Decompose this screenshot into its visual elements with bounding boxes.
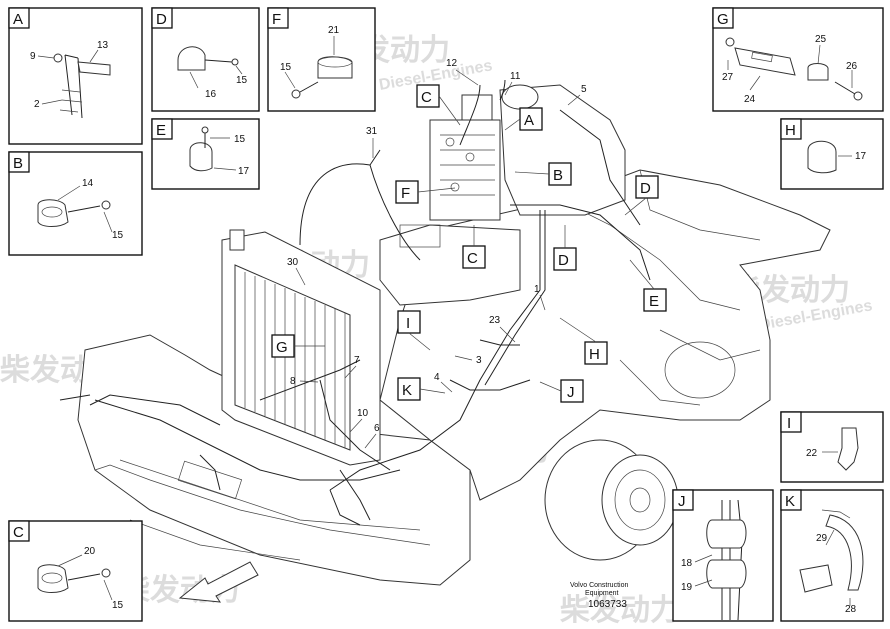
callout-letter: K <box>402 382 412 399</box>
inset-D: D 16 15 <box>151 7 260 112</box>
inset-C: C 20 15 <box>8 520 143 622</box>
inset-J: J 18 19 <box>672 489 774 622</box>
part-number: 26 <box>846 61 858 72</box>
inset-letter: H <box>785 122 796 139</box>
direction-arrow <box>178 561 259 603</box>
inset-letter: I <box>787 415 791 432</box>
part-number: 13 <box>97 40 109 51</box>
inset-letter: B <box>13 155 23 172</box>
part-number: 8 <box>290 376 296 387</box>
part-number: 31 <box>366 126 378 137</box>
part-number: 12 <box>446 58 458 69</box>
part-number: 15 <box>112 600 124 611</box>
callout-tag <box>635 175 659 199</box>
part-number: 3 <box>476 355 482 366</box>
inset-letter: D <box>156 11 167 28</box>
part-number: 14 <box>82 178 94 189</box>
callout-letter: J <box>567 384 575 401</box>
callout-letter: A <box>524 112 534 129</box>
inset-A: A 9 13 2 <box>8 7 143 145</box>
part-number: 25 <box>815 34 827 45</box>
inset-H: H 17 <box>780 118 884 190</box>
inset-letter: K <box>785 493 795 510</box>
wheel-hub <box>544 439 679 561</box>
part-number: 17 <box>238 166 250 177</box>
part-number: 27 <box>722 72 734 83</box>
part-number: 1 <box>534 284 540 295</box>
inset-F: F 21 15 <box>267 7 376 112</box>
part-number: 21 <box>328 25 340 36</box>
part-number: 6 <box>374 423 380 434</box>
watermark-text: 柴发动力 <box>560 594 680 627</box>
part-number: 18 <box>681 558 693 569</box>
part-number: 19 <box>681 582 693 593</box>
callout-letter: C <box>467 250 478 267</box>
hoses <box>59 79 651 526</box>
part-number: 15 <box>236 75 248 86</box>
inset-I: I 22 <box>780 411 884 483</box>
main-part-numbers: 12 11 5 31 30 1 23 3 7 4 8 10 6 <box>287 58 587 449</box>
footer-block: Volvo Construction Equipment 1063733 <box>570 582 628 610</box>
part-number: 2 <box>34 99 40 110</box>
drawing-number: 1063733 <box>588 599 627 610</box>
part-number: 22 <box>806 448 818 459</box>
part-number: 15 <box>234 134 246 145</box>
inset-K: K 29 28 <box>780 489 884 622</box>
callout-letter: C <box>421 89 432 106</box>
callout-letter: H <box>589 346 600 363</box>
callout-letter: E <box>649 293 659 310</box>
inset-letter: F <box>272 11 281 28</box>
brand-line: Volvo Construction <box>570 582 628 589</box>
counterweight <box>77 334 471 586</box>
callout-letter: F <box>401 185 410 202</box>
part-number: 23 <box>489 315 501 326</box>
inset-letter: J <box>678 493 686 510</box>
callout-letter: G <box>276 339 288 356</box>
part-number: 20 <box>84 546 96 557</box>
part-number: 15 <box>112 230 124 241</box>
inset-B: B 14 15 <box>8 151 143 256</box>
part-number: 5 <box>581 84 587 95</box>
part-number: 9 <box>30 51 36 62</box>
brand-line: Equipment <box>585 590 619 597</box>
part-number: 7 <box>354 355 360 366</box>
part-number: 16 <box>205 89 217 100</box>
inset-G: G 25 26 27 24 <box>712 7 884 112</box>
callouts: C A B F D C D E I G H K J <box>271 84 667 403</box>
valve-block <box>429 119 501 221</box>
callout-letter: B <box>553 167 563 184</box>
callout-tag <box>643 288 667 312</box>
inset-E: E 15 17 <box>151 118 260 190</box>
inset-letter: G <box>717 11 729 28</box>
inset-letter: A <box>13 11 23 28</box>
part-number: 17 <box>855 151 867 162</box>
part-number: 11 <box>510 71 521 82</box>
inset-letter: E <box>156 122 166 139</box>
callout-letter: I <box>406 315 410 332</box>
part-number: 29 <box>816 533 828 544</box>
part-number: 24 <box>744 94 756 105</box>
part-number: 10 <box>357 408 369 419</box>
part-number: 4 <box>434 372 440 383</box>
part-number: 15 <box>280 62 292 73</box>
callout-letter: D <box>640 180 651 197</box>
callout-letter: D <box>558 252 569 269</box>
inset-letter: C <box>13 524 24 541</box>
part-number: 30 <box>287 257 299 268</box>
part-number: 28 <box>845 604 857 615</box>
